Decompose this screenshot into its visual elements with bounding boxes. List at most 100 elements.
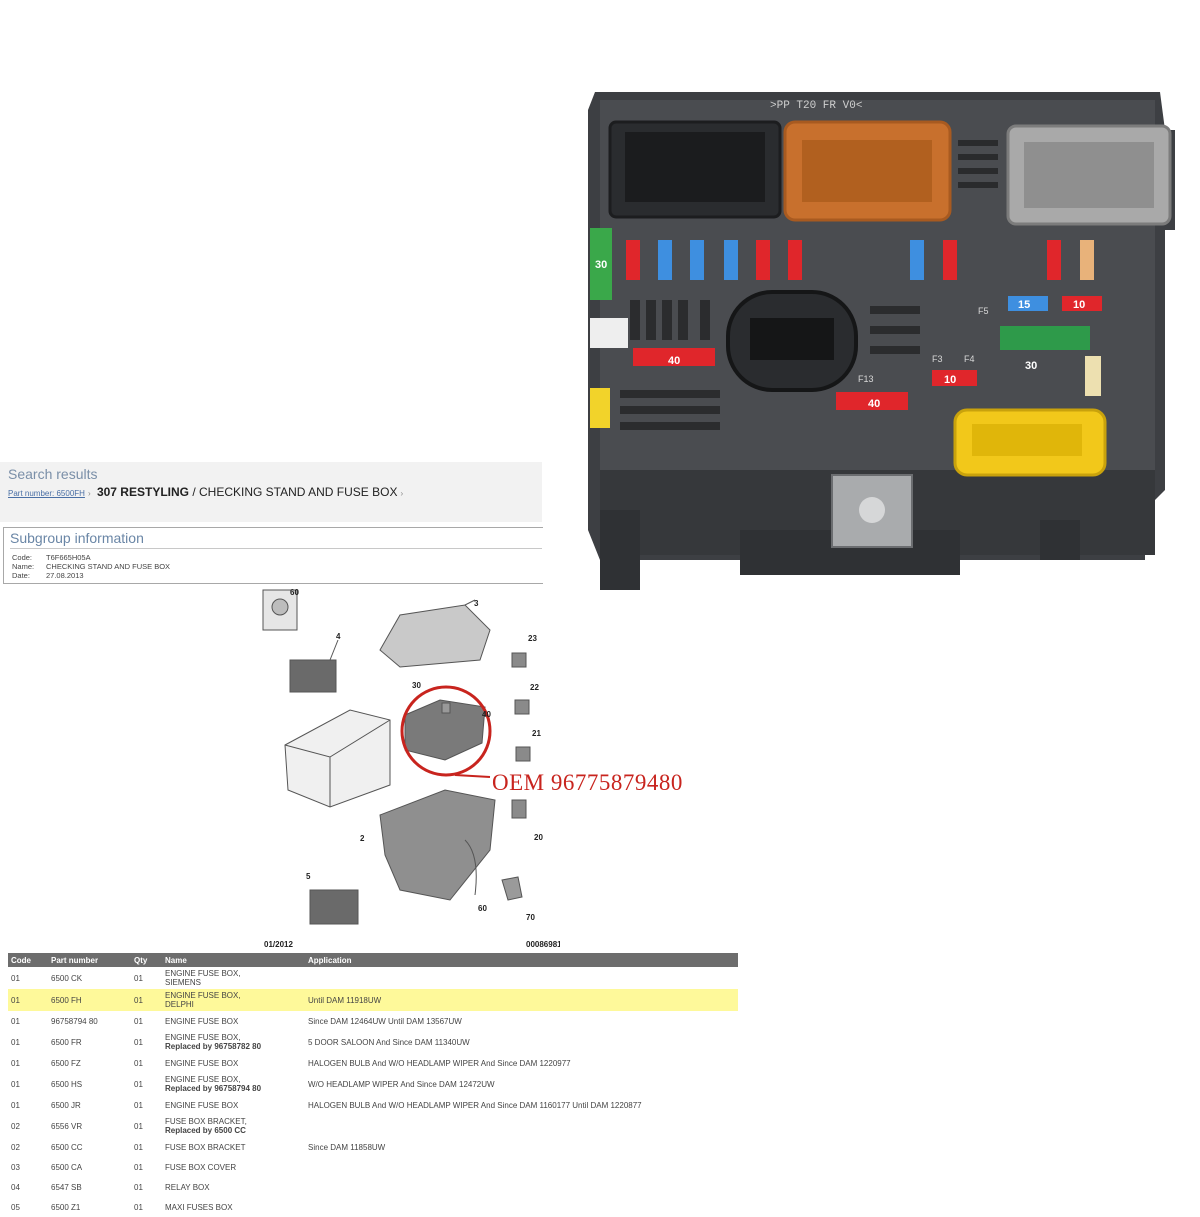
- cell-code: 01: [11, 1100, 20, 1110]
- table-row[interactable]: 03 6500 CA 01 FUSE BOX COVER: [8, 1157, 738, 1177]
- cell-qty: 01: [134, 1058, 143, 1068]
- table-row[interactable]: 02 6556 VR 01 FUSE BOX BRACKET,Replaced by …: [8, 1115, 738, 1137]
- cell-application: Since DAM 11858UW: [308, 1142, 386, 1152]
- col-application: Application: [305, 953, 738, 967]
- cell-part-number: 6500 FH: [48, 989, 131, 1011]
- slot-label: F13: [858, 374, 874, 384]
- fuse-label: 30: [595, 259, 607, 271]
- col-name: Name: [162, 953, 305, 967]
- cell-application: [305, 1197, 738, 1217]
- part-number-link[interactable]: Part number: 6500FH: [8, 489, 85, 498]
- breadcrumb: Part number: 6500FH › 307 RESTYLING / CHE…: [8, 485, 406, 499]
- cell-part-number: 6556 VR: [51, 1121, 83, 1131]
- cell-qty: 01: [134, 973, 143, 983]
- cell-code: 03: [11, 1162, 20, 1172]
- date-label: Date:: [12, 571, 30, 580]
- callout: 3: [474, 599, 479, 608]
- cell-application: HALOGEN BULB And W/O HEADLAMP WIPER And …: [308, 1100, 642, 1110]
- fuse-label: 40: [868, 398, 880, 410]
- cell-application: Until DAM 11918UW: [305, 989, 738, 1011]
- cell-application: Since DAM 12464UW Until DAM 13567UW: [308, 1016, 462, 1026]
- cell-qty: 01: [134, 1079, 143, 1089]
- cell-code: 04: [11, 1182, 20, 1192]
- cell-name-line1: ENGINE FUSE BOX: [165, 1058, 239, 1068]
- breadcrumb-slash: /: [188, 485, 199, 499]
- cell-name-line1: RELAY BOX: [165, 1182, 210, 1192]
- cell-code: 01: [8, 989, 48, 1011]
- cell-name-line1: ENGINE FUSE BOX: [165, 1100, 239, 1110]
- col-qty: Qty: [131, 953, 162, 967]
- cell-part-number: 6500 JR: [51, 1100, 81, 1110]
- cell-qty: 01: [131, 989, 162, 1011]
- cell-name: FUSE BOX BRACKET,Replaced by 6500 CC: [162, 1115, 305, 1137]
- subgroup-divider: [10, 548, 542, 549]
- cell-name: ENGINE FUSE BOX: [162, 1011, 305, 1031]
- cell-name-line1: ENGINE FUSE BOX: [165, 1016, 239, 1026]
- subgroup-date-row: Date:27.08.2013: [12, 571, 84, 580]
- cell-code: 01: [11, 1058, 20, 1068]
- cell-part-number: 6547 SB: [51, 1182, 82, 1192]
- fuse-label: 15: [1018, 299, 1030, 311]
- fuse-label: 40: [668, 355, 680, 367]
- cell-code: 01: [11, 1079, 20, 1089]
- cell-name-line1: ENGINE FUSE BOX,: [165, 991, 241, 1000]
- table-row[interactable]: 01 6500 JR 01 ENGINE FUSE BOX HALOGEN BULB A…: [8, 1095, 738, 1115]
- cell-name: ENGINE FUSE BOX: [162, 1095, 305, 1115]
- fuse-label: 30: [1025, 360, 1037, 372]
- slot-label: F5: [978, 306, 989, 316]
- cell-part-number: 6500 HS: [51, 1079, 83, 1089]
- cell-part-number: 6500 CC: [51, 1142, 83, 1152]
- code-label: Code:: [12, 553, 33, 562]
- code-value: T6F665H05A: [46, 553, 91, 562]
- callout: 2: [360, 834, 365, 843]
- cell-name: MAXI FUSES BOX: [162, 1197, 305, 1217]
- cell-application: [305, 1157, 738, 1177]
- cell-qty: 01: [134, 1100, 143, 1110]
- cell-qty: 01: [134, 1142, 143, 1152]
- cell-qty: 01: [134, 1162, 143, 1172]
- cell-name: ENGINE FUSE BOX: [162, 1053, 305, 1073]
- cell-code: 01: [11, 1037, 20, 1047]
- cell-application: [305, 1177, 738, 1197]
- cell-name-line1: ENGINE FUSE BOX,: [165, 969, 241, 978]
- breadcrumb-separator: ›: [400, 489, 404, 498]
- callout: 21: [532, 729, 541, 738]
- name-value: CHECKING STAND AND FUSE BOX: [46, 562, 171, 571]
- slot-label: F3: [932, 354, 943, 364]
- cell-application: HALOGEN BULB And W/O HEADLAMP WIPER And …: [308, 1058, 571, 1068]
- fuse-label: 10: [944, 374, 956, 386]
- cell-application: W/O HEADLAMP WIPER And Since DAM 12472UW: [308, 1079, 495, 1089]
- table-header-row: Code Part number Qty Name Application: [8, 953, 738, 967]
- cell-qty: 01: [134, 1121, 143, 1131]
- subgroup-panel: [3, 527, 543, 584]
- cell-part-number: 6500 Z1: [51, 1202, 81, 1212]
- breadcrumb-group[interactable]: CHECKING STAND AND FUSE BOX: [199, 485, 398, 499]
- cell-code: 05: [11, 1202, 20, 1212]
- cell-qty: 01: [134, 1037, 143, 1047]
- cell-application: 5 DOOR SALOON And Since DAM 11340UW: [308, 1037, 470, 1047]
- cell-code: 01: [11, 1016, 20, 1026]
- cell-name-line1: FUSE BOX COVER: [165, 1162, 237, 1172]
- callout: 60: [478, 904, 487, 913]
- table-row[interactable]: 02 6500 CC 01 FUSE BOX BRACKET Since DAM 118…: [8, 1137, 738, 1157]
- cell-part-number: 6500 CK: [51, 973, 83, 983]
- parts-table: Code Part number Qty Name Application 01…: [8, 953, 738, 1217]
- cell-code: 02: [11, 1121, 20, 1131]
- subgroup-title: Subgroup information: [10, 530, 144, 546]
- cell-name-line1: FUSE BOX BRACKET: [165, 1142, 246, 1152]
- cell-part-number: 6500 CA: [51, 1162, 83, 1172]
- search-results-panel: [0, 462, 542, 522]
- cell-code: 02: [11, 1142, 20, 1152]
- breadcrumb-model[interactable]: 307 RESTYLING: [96, 485, 189, 499]
- col-part-number: Part number: [48, 953, 131, 967]
- callout: 22: [530, 683, 539, 692]
- cell-name-line1: MAXI FUSES BOX: [165, 1202, 233, 1212]
